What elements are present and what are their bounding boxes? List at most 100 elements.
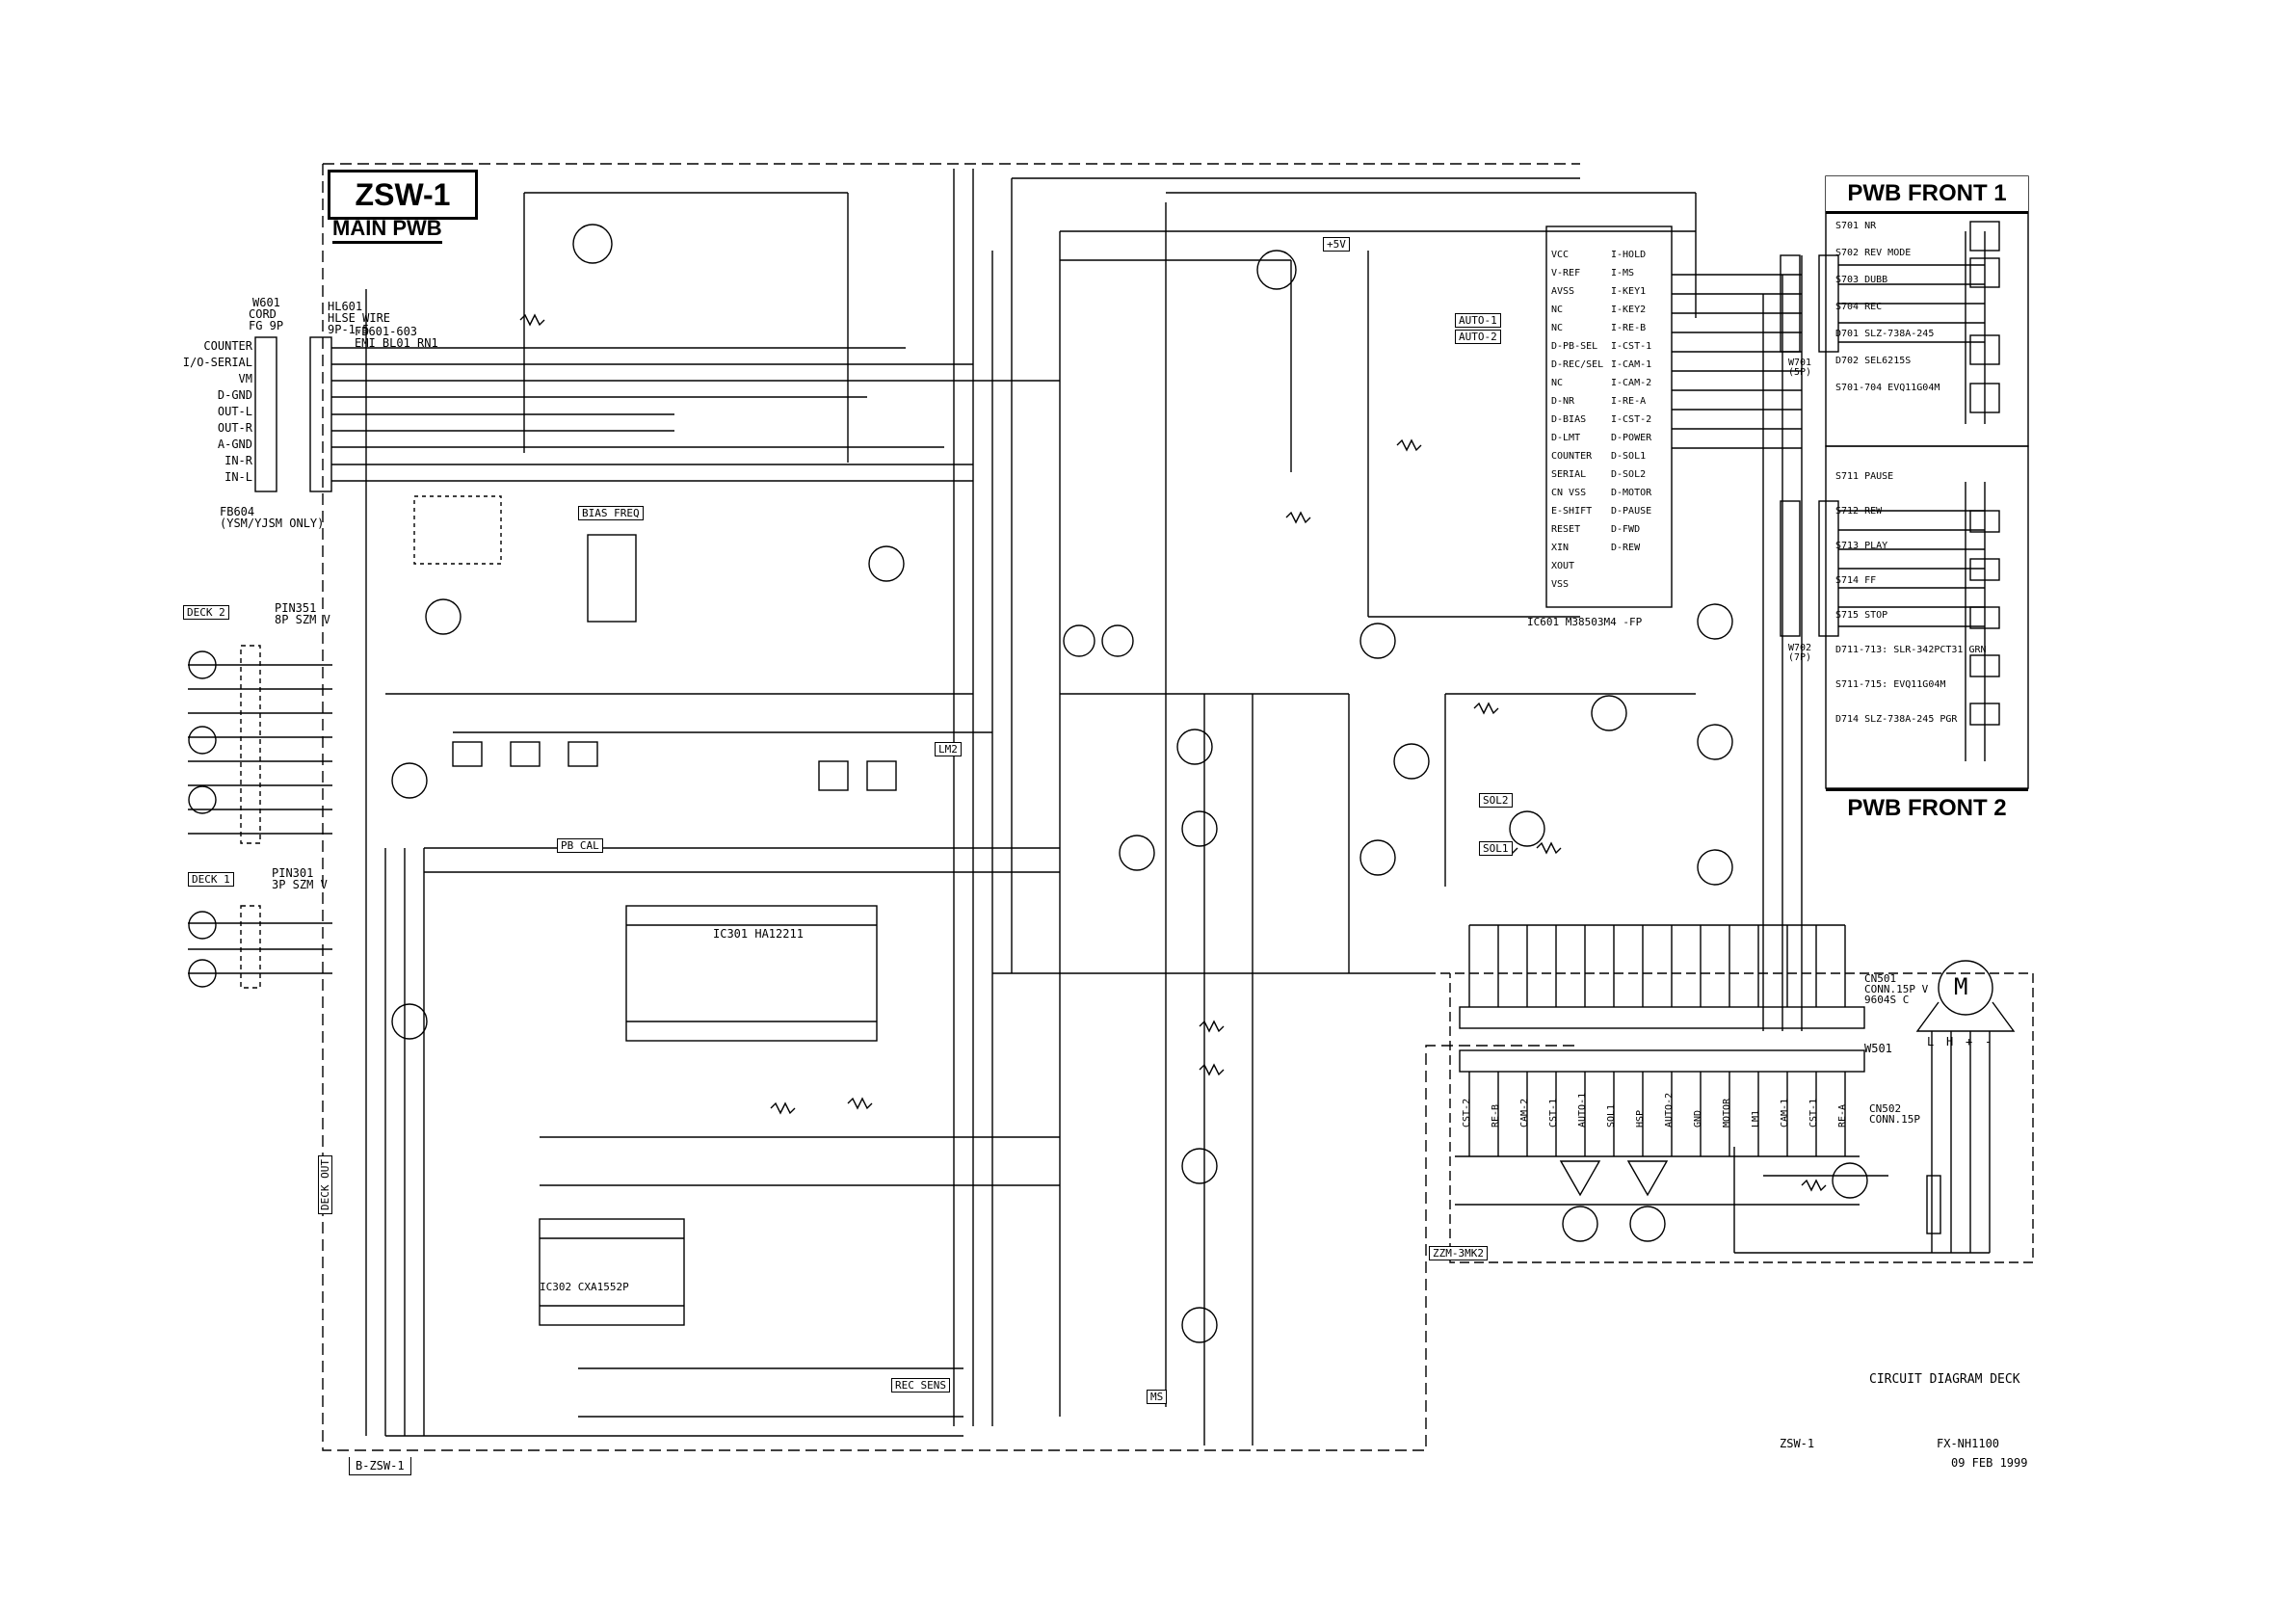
- ic601-left-pins: VCC V-REF AVSS NC NC D-PB-SEL D-REC/SEL …: [1551, 251, 1603, 598]
- tag-lm2: LM2: [935, 742, 962, 756]
- front1-part: S701-704 EVQ11G04M: [1835, 383, 1940, 393]
- mech-switch: AUTO-2: [1664, 1092, 1675, 1127]
- tag-ms: MS: [1147, 1390, 1168, 1404]
- fb604-label: FB604 (YSM/YJSM ONLY): [220, 505, 325, 530]
- front2-part: S711-715: EVQ11G04M: [1835, 679, 1946, 690]
- pin301-label: PIN301 3P SZM V: [272, 866, 328, 891]
- ic601-pin: D-REC/SEL: [1551, 359, 1604, 370]
- tag-sol1: SOL1: [1479, 841, 1513, 856]
- w601-signal: OUT-R: [217, 421, 252, 435]
- w601-signal: A-GND: [217, 438, 252, 451]
- ic601-pin: RESET: [1551, 524, 1581, 535]
- ic601-pin: I-HOLD: [1611, 250, 1647, 260]
- ic601-pin: V-REF: [1551, 268, 1581, 279]
- ic601-pin: I-KEY1: [1611, 286, 1647, 297]
- ic601-pin: D-PAUSE: [1611, 506, 1652, 517]
- front2-part: D711-713: SLR-342PCT31 GRN: [1835, 645, 1987, 655]
- front1-parts: S701 NR S702 REV MODE S703 DUBB S704 REC…: [1835, 222, 1961, 411]
- hl601-label: HL601 HLSE WIRE 9P-1.5: [328, 300, 391, 336]
- tag-auto2: AUTO-2: [1455, 330, 1501, 344]
- w601-signal: D-GND: [217, 388, 252, 402]
- ic601-right-pins: I-HOLD I-MS I-KEY1 I-KEY2 I-RE-B I-CST-1…: [1611, 251, 1651, 562]
- w601-signal: VM: [238, 372, 252, 385]
- motor-pin: -: [1985, 1035, 1993, 1048]
- mech-switch: HSP: [1635, 1109, 1646, 1127]
- mech-switch: GND: [1693, 1109, 1703, 1127]
- cn501-label: CN501 CONN.15P V 9604S C: [1864, 972, 1929, 1006]
- ic601-pin: XOUT: [1551, 561, 1575, 571]
- diagram-title: CIRCUIT DIAGRAM DECK: [1869, 1372, 2020, 1387]
- mech-switch: CAM-1: [1780, 1098, 1790, 1127]
- front2-part: S712 REW: [1835, 506, 1883, 517]
- mech-switch: LM1: [1751, 1109, 1761, 1127]
- diagram-date: 09 FEB 1999: [1951, 1456, 2028, 1470]
- ic601-pin: D-PB-SEL: [1551, 341, 1598, 352]
- deck-out-label: DECK OUT: [318, 1155, 332, 1214]
- mech-switch: CST-2: [1462, 1098, 1472, 1127]
- w702-label: W702 (7P): [1788, 643, 1812, 663]
- front1-part: S702 REV MODE: [1835, 248, 1912, 258]
- ic601-pin: I-RE-A: [1611, 396, 1647, 407]
- ic601-pin: D-BIAS: [1551, 414, 1587, 425]
- cn502-label: CN502 CONN.15P: [1869, 1102, 1920, 1126]
- deck1-label: DECK 1: [188, 872, 234, 887]
- tag-auto1: AUTO-1: [1455, 313, 1501, 328]
- front1-part: S703 DUBB: [1835, 275, 1888, 285]
- ic301-label: IC301 HA12211: [713, 927, 804, 941]
- pin351-label: PIN351 8P SZM V: [275, 601, 330, 626]
- fb601-label: FB601-603 EMI BL01 RN1: [355, 325, 438, 350]
- w501-label: W501: [1864, 1042, 1892, 1055]
- ic601-pin: NC: [1551, 378, 1564, 388]
- footer-board-tag: B-ZSW-1: [349, 1457, 411, 1475]
- w601-signal: IN-L: [224, 470, 252, 484]
- front1-part: S704 REC: [1835, 302, 1883, 312]
- ic601-pin: I-CST-1: [1611, 341, 1652, 352]
- tag-sol2: SOL2: [1479, 793, 1513, 808]
- ic601-pin: D-MOTOR: [1611, 488, 1652, 498]
- motor-pin: L: [1927, 1035, 1935, 1048]
- front2-title: PWB FRONT 2: [1826, 788, 2028, 826]
- ic601-pin: I-RE-B: [1611, 323, 1647, 333]
- board-title: ZSW-1: [328, 170, 478, 220]
- ic601-pin: D-SOL1: [1611, 451, 1647, 462]
- motor-symbol: M: [1954, 973, 1968, 1000]
- mech-switch: CAM-2: [1519, 1098, 1530, 1127]
- front2-part: D714 SLZ-738A-245 PGR: [1835, 714, 1958, 725]
- ic601-pin: VCC: [1551, 250, 1570, 260]
- ic601-pin: I-CAM-2: [1611, 378, 1652, 388]
- ic601-pin: D-FWD: [1611, 524, 1641, 535]
- w601-signal: OUT-L: [217, 405, 252, 418]
- motor-pin: +: [1966, 1035, 1973, 1048]
- ic601-pin: D-LMT: [1551, 433, 1581, 443]
- ic601-pin: CN VSS: [1551, 488, 1587, 498]
- ic601-pin: I-MS: [1611, 268, 1635, 279]
- front1-part: D702 SEL6215S: [1835, 356, 1912, 366]
- ic601-pin: I-CST-2: [1611, 414, 1652, 425]
- ic302-label: IC302 CXA1552P: [540, 1281, 629, 1293]
- tag-pb-cal: PB CAL: [557, 838, 603, 853]
- front2-part: S715 STOP: [1835, 610, 1888, 621]
- mech-switch: RE-B: [1491, 1103, 1501, 1127]
- mech-switch: SOL1: [1606, 1103, 1617, 1127]
- w601-ref: W601: [252, 296, 280, 309]
- w701-label: W701 (5P): [1788, 358, 1812, 378]
- w601-signal: COUNTER: [203, 339, 252, 353]
- tag-bias-freq: BIAS FREQ: [578, 506, 644, 520]
- tag-rec-sens: REC SENS: [891, 1378, 950, 1393]
- ic601-pin: NC: [1551, 323, 1564, 333]
- front1-title: PWB FRONT 1: [1826, 176, 2028, 214]
- w601-desc: CORD FG 9P: [249, 307, 284, 332]
- deck2-label: DECK 2: [183, 605, 229, 620]
- mech-switch: AUTO-1: [1577, 1092, 1588, 1127]
- w601-signal-labels: COUNTER I/O-SERIAL VM D-GND OUT-L OUT-R …: [145, 340, 252, 488]
- ic601-pin: D-SOL2: [1611, 469, 1647, 480]
- tag-5v: +5V: [1323, 237, 1350, 252]
- motor-pin: H: [1946, 1035, 1954, 1048]
- front1-part: S701 NR: [1835, 221, 1877, 231]
- mech-switch: MOTOR: [1722, 1098, 1732, 1127]
- ic601-pin: E-SHIFT: [1551, 506, 1593, 517]
- ic601-pin: I-KEY2: [1611, 305, 1647, 315]
- ic601-pin: SERIAL: [1551, 469, 1587, 480]
- ic601-pin: NC: [1551, 305, 1564, 315]
- ic601-label: IC601 M38503M4 -FP: [1527, 616, 1643, 628]
